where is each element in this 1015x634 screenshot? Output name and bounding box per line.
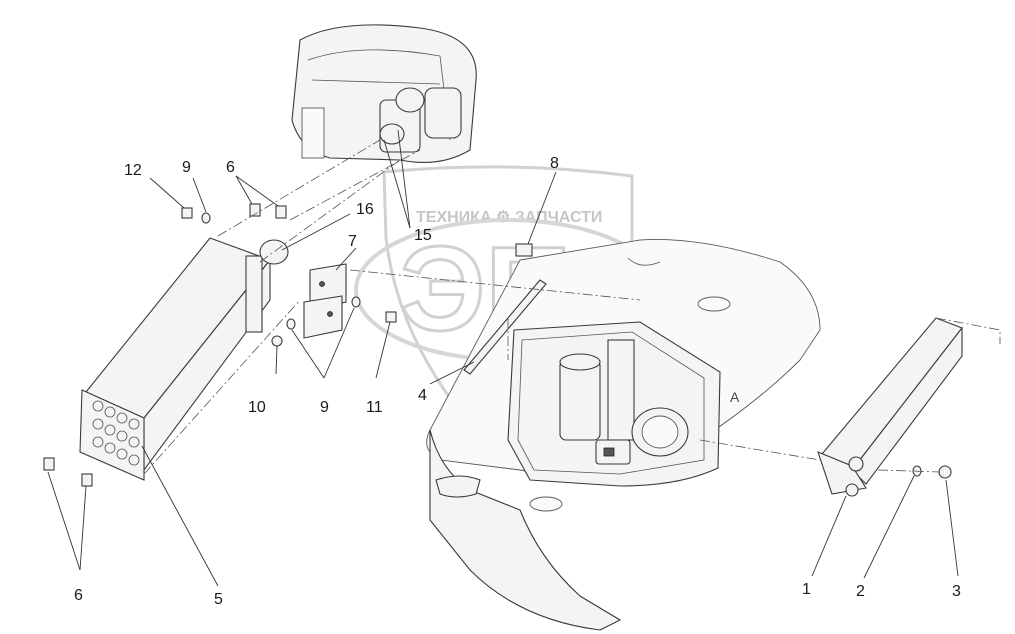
floor-module (559, 339, 689, 465)
callout-12: 12 (124, 162, 142, 179)
upper-housing (291, 24, 477, 163)
callout-16: 16 (356, 201, 374, 218)
clip-8 (515, 243, 533, 257)
washer-9-top (201, 212, 211, 224)
fasteners (43, 203, 533, 487)
nut-12 (181, 207, 193, 219)
callout-5: 5 (214, 591, 223, 608)
section-marker-a: A (730, 389, 740, 405)
callout-6-top: 6 (226, 159, 235, 176)
clip-6-top-b (275, 205, 287, 219)
clip-6-top-a (249, 203, 261, 217)
callout-1: 1 (802, 581, 811, 598)
callout-7: 7 (348, 233, 357, 250)
bolt-3 (938, 465, 952, 479)
rod-part-4 (463, 279, 547, 375)
nut-11 (385, 311, 397, 323)
callout-3: 3 (952, 583, 961, 600)
callout-11: 11 (366, 399, 383, 416)
callout-15: 15 (414, 227, 432, 244)
bracket-part-7 (303, 263, 347, 339)
assembly-lines (143, 139, 1001, 475)
bolt-10 (271, 335, 283, 347)
callout-10: 10 (248, 399, 266, 416)
right-duct-part-1 (817, 317, 963, 497)
washer-9-b (351, 296, 361, 308)
clip-6-bottom-b (81, 473, 93, 487)
grille (92, 400, 140, 466)
clip-6-bottom-a (43, 457, 55, 471)
callout-4: 4 (418, 387, 427, 404)
callout-9-top: 9 (182, 159, 191, 176)
callout-8: 8 (550, 155, 559, 172)
callout-6-bottom: 6 (74, 587, 83, 604)
washer-9-a (286, 318, 296, 330)
callout-2: 2 (856, 583, 865, 600)
callout-9-bottom: 9 (320, 399, 329, 416)
callout-labels: 12 9 6 16 7 8 15 10 9 11 4 5 6 1 2 3 (74, 155, 961, 608)
leader-lines (47, 129, 959, 587)
left-duct-part-5 (79, 237, 289, 481)
